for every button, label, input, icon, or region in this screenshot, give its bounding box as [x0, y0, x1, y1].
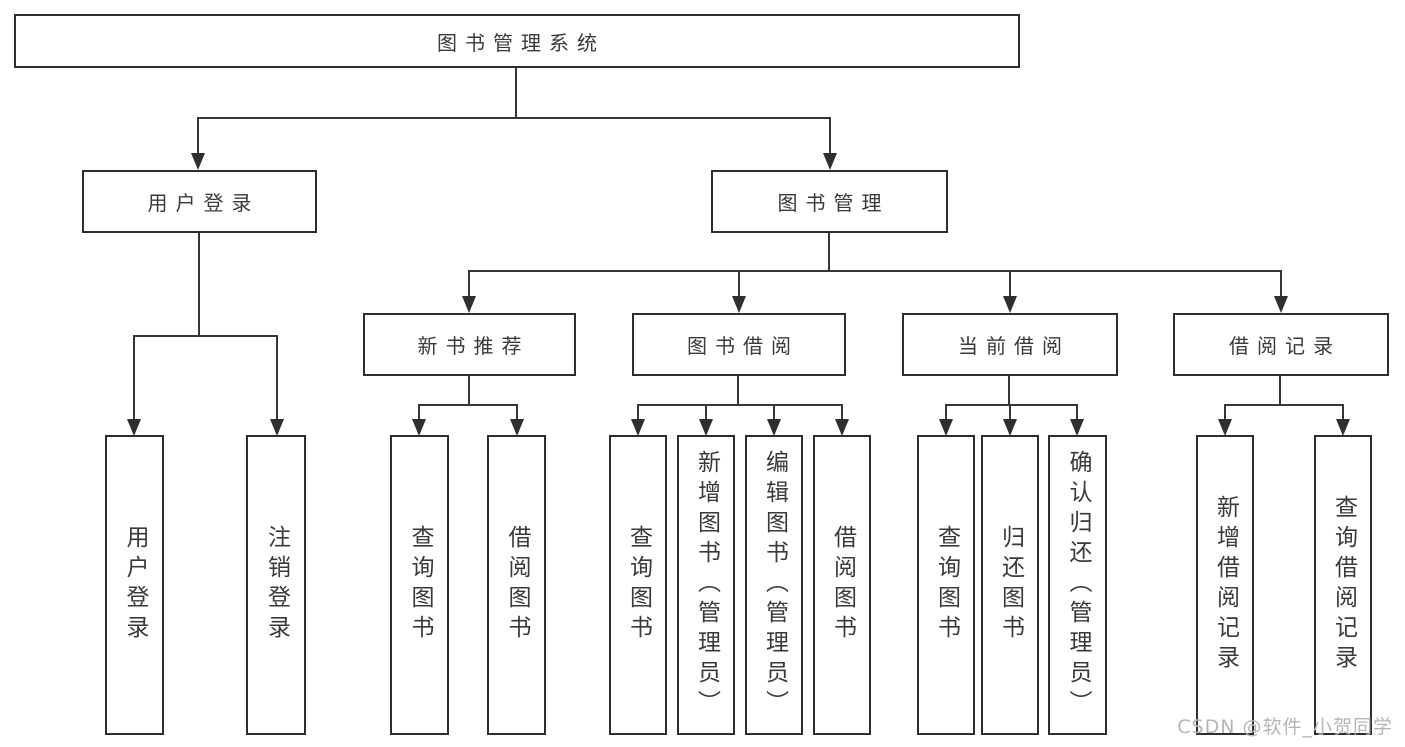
- leaf-query-book-3-label: 查询图书: [933, 525, 960, 645]
- leaf-borrow-book-2-label: 借阅图书: [829, 525, 856, 645]
- leaf-add-borrow-record-label: 新增借阅记录: [1212, 495, 1239, 675]
- node-current-borrow-label: 当前借阅: [958, 334, 1070, 358]
- node-new-book-recommend-label: 新书推荐: [417, 334, 530, 358]
- connector-g3-stem: [737, 376, 739, 406]
- leaf-confirm-return-admin: 确认归还（管理员）: [1048, 435, 1107, 735]
- leaf-confirm-return-admin-label: 确认归还（管理员）: [1065, 450, 1091, 720]
- leaf-add-borrow-record: 新增借阅记录: [1196, 435, 1254, 735]
- node-current-borrow: 当前借阅: [902, 313, 1118, 376]
- connector-g3-drop-3: [773, 404, 775, 421]
- connector-g2-drop-1: [418, 404, 420, 421]
- leaf-logout: 注销登录: [246, 435, 306, 735]
- connector-book-mgmt-stem: [828, 233, 830, 272]
- leaf-query-borrow-record: 查询借阅记录: [1314, 435, 1372, 735]
- arrow-down-icon: [1336, 419, 1350, 436]
- connector-root-stem: [515, 68, 517, 119]
- connector-l3-drop-borrow-record: [1280, 270, 1282, 298]
- node-book-borrow-label: 图书借阅: [687, 334, 799, 358]
- connector-l2-drop-user-login: [197, 117, 199, 155]
- arrow-down-icon: [1218, 419, 1232, 436]
- arrow-down-icon: [1070, 419, 1084, 436]
- leaf-borrow-book-1: 借阅图书: [487, 435, 546, 735]
- connector-g5-drop-2: [1342, 404, 1344, 421]
- connector-l3-drop-book-borrow: [738, 270, 740, 298]
- connector-g4-drop-3: [1076, 404, 1078, 421]
- connector-g1-splitter: [133, 335, 278, 337]
- connector-l3-drop-new-book: [468, 270, 470, 298]
- connector-l3-drop-current-borrow: [1009, 270, 1011, 298]
- leaf-user-login: 用户登录: [105, 435, 164, 735]
- connector-g1-drop-2: [276, 335, 278, 421]
- arrow-down-icon: [631, 419, 645, 436]
- arrow-down-icon: [270, 419, 284, 436]
- connector-l3-splitter: [468, 270, 1282, 272]
- csdn-watermark: CSDN @软件_小贺同学: [1177, 716, 1393, 738]
- node-root-label: 图书管理系统: [437, 30, 605, 55]
- connector-g4-splitter: [945, 404, 1078, 406]
- connector-g2-stem: [468, 376, 470, 406]
- connector-g5-drop-1: [1224, 404, 1226, 421]
- node-root-library-system: 图书管理系统: [14, 14, 1020, 68]
- arrow-down-icon: [1003, 419, 1017, 436]
- connector-g3-drop-2: [705, 404, 707, 421]
- connector-g5-splitter: [1224, 404, 1344, 406]
- leaf-query-book-2: 查询图书: [609, 435, 667, 735]
- leaf-query-book-2-label: 查询图书: [625, 525, 652, 645]
- leaf-edit-book-admin: 编辑图书（管理员）: [745, 435, 803, 735]
- arrow-down-icon: [835, 419, 849, 436]
- leaf-user-login-label: 用户登录: [122, 525, 148, 645]
- connector-g4-drop-2: [1009, 404, 1011, 421]
- node-borrow-record-label: 借阅记录: [1229, 334, 1341, 358]
- arrow-down-icon: [732, 296, 746, 313]
- arrow-down-icon: [510, 419, 524, 436]
- connector-g3-splitter: [637, 404, 843, 406]
- leaf-query-book-3: 查询图书: [917, 435, 975, 735]
- node-book-management: 图书管理: [711, 170, 948, 233]
- node-new-book-recommend: 新书推荐: [363, 313, 576, 376]
- node-book-borrow: 图书借阅: [632, 313, 846, 376]
- connector-l2-drop-book-mgmt: [829, 117, 831, 155]
- arrow-down-icon: [1003, 296, 1017, 313]
- arrow-down-icon: [767, 419, 781, 436]
- connector-g5-stem: [1279, 376, 1281, 406]
- node-borrow-record: 借阅记录: [1173, 313, 1389, 376]
- connector-g2-splitter: [418, 404, 518, 406]
- leaf-query-book-1-label: 查询图书: [407, 525, 433, 645]
- node-user-login: 用户登录: [82, 170, 317, 233]
- connector-g3-drop-1: [637, 404, 639, 421]
- arrow-down-icon: [127, 419, 141, 436]
- connector-user-login-stem: [198, 233, 200, 337]
- connector-g3-drop-4: [841, 404, 843, 421]
- leaf-query-book-1: 查询图书: [390, 435, 449, 735]
- connector-g4-stem: [1008, 376, 1010, 406]
- arrow-down-icon: [939, 419, 953, 436]
- leaf-add-book-admin: 新增图书（管理员）: [677, 435, 735, 735]
- arrow-down-icon: [1274, 296, 1288, 313]
- leaf-add-book-admin-label: 新增图书（管理员）: [693, 450, 720, 720]
- node-book-management-label: 图书管理: [777, 191, 890, 215]
- connector-g2-drop-2: [516, 404, 518, 421]
- connector-g1-drop-1: [133, 335, 135, 421]
- arrow-down-icon: [462, 296, 476, 313]
- connector-l2-splitter: [197, 117, 831, 119]
- leaf-logout-label: 注销登录: [263, 525, 290, 645]
- leaf-return-book: 归还图书: [981, 435, 1039, 735]
- leaf-return-book-label: 归还图书: [997, 525, 1024, 645]
- node-user-login-label: 用户登录: [147, 191, 260, 215]
- leaf-borrow-book-1-label: 借阅图书: [504, 525, 530, 645]
- connector-g4-drop-1: [945, 404, 947, 421]
- arrow-down-icon: [191, 153, 205, 170]
- leaf-borrow-book-2: 借阅图书: [813, 435, 871, 735]
- leaf-edit-book-admin-label: 编辑图书（管理员）: [761, 450, 788, 720]
- leaf-query-borrow-record-label: 查询借阅记录: [1330, 495, 1357, 675]
- arrow-down-icon: [699, 419, 713, 436]
- arrow-down-icon: [412, 419, 426, 436]
- arrow-down-icon: [823, 153, 837, 170]
